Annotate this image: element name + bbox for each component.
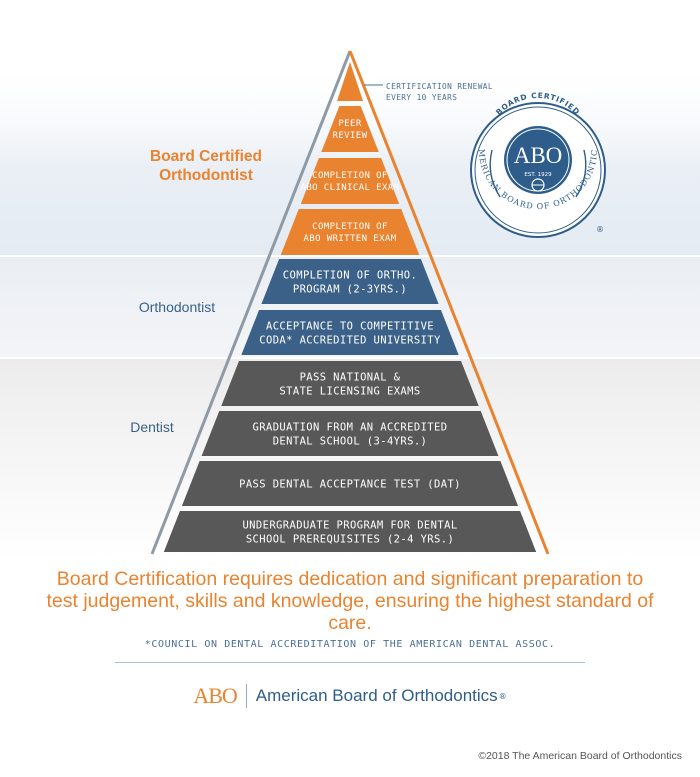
copyright: ©2018 The American Board of Orthodontics <box>478 750 682 762</box>
seal-laurel-left-icon <box>489 149 501 198</box>
label-board-certified-line2: Orthodontist <box>159 167 253 184</box>
tier-3-label-line-2: ABO WRITTEN EXAM <box>303 234 396 244</box>
seal-reg: ® <box>596 225 604 234</box>
pyramid-outline-right <box>348 50 550 555</box>
tier-7-label-line-1: GRADUATION FROM AN ACCREDITED <box>253 421 448 433</box>
label-dentist: Dentist <box>130 419 174 435</box>
tier-6-label-line-1: PASS NATIONAL & <box>300 371 401 383</box>
label-orthodontist: Orthodontist <box>139 299 215 315</box>
pyramid-tier-5 <box>241 310 459 355</box>
seal-center-abo: ABO <box>514 143 563 168</box>
seal-est: EST. 1929 <box>524 172 552 178</box>
tier-7-label-line-2: DENTAL SCHOOL (3-4YRS.) <box>273 435 428 447</box>
tier-5-label-line-2: CODA* ACCREDITED UNIVERSITY <box>259 334 441 346</box>
certification-pyramid: PEER REVIEW COMPLETION OF ABO CLINICAL EXAM… <box>0 0 700 558</box>
callout-renewal-line2: EVERY 10 YEARS <box>386 93 457 102</box>
tier-5-label-line-1: ACCEPTANCE TO COMPETITIVE <box>266 320 434 332</box>
brand-reg: ® <box>498 691 507 701</box>
pyramid-tier-8 <box>181 461 519 506</box>
pyramid-tier-1 <box>321 106 379 152</box>
seal-inner-ring <box>474 106 602 234</box>
tier-4-label-line-2: PROGRAM (2-3YRS.) <box>293 283 407 295</box>
label-board-certified-line1: Board Certified <box>150 148 262 165</box>
tier-2-label-line-1: COMPLETION OF <box>312 171 388 181</box>
tier-8-label-line-1: PASS DENTAL ACCEPTANCE TEST (DAT) <box>239 478 461 490</box>
divider-rule <box>115 662 585 663</box>
pyramid-tier-2 <box>300 158 400 204</box>
pyramid-tier-6 <box>221 361 479 406</box>
brand-name: American Board of Orthodontics <box>255 686 498 705</box>
coda-footnote: *COUNCIL ON DENTAL ACCREDITATION OF THE … <box>144 639 556 650</box>
callout-renewal-line1: CERTIFICATION RENEWAL <box>386 82 493 91</box>
tier-3-label-line-1: COMPLETION OF <box>312 222 388 232</box>
brand-logo-abo: ABO <box>193 684 247 708</box>
tagline: Board Certification requires dedication … <box>46 568 654 634</box>
seal-laurel-right-icon <box>575 149 587 198</box>
tier-4-label-line-1: COMPLETION OF ORTHO. <box>283 269 417 281</box>
tier-2-label-line-2: ABO CLINICAL EXAM <box>301 183 400 193</box>
pyramid-tier-4 <box>261 259 439 304</box>
pyramid-outline-left <box>150 50 352 555</box>
seal-center-disc <box>504 126 572 194</box>
pyramid-tier-7 <box>201 411 499 456</box>
apex-renewal-tier <box>337 62 363 101</box>
pyramid-tier-3 <box>280 209 420 255</box>
tier-1-label-line-2: REVIEW <box>333 131 368 141</box>
tier-9-label-line-1: UNDERGRADUATE PROGRAM FOR DENTAL <box>242 519 457 531</box>
tier-9-label-line-2: SCHOOL PREREQUISITES (2-4 YRS.) <box>246 533 454 545</box>
tier-6-label-line-2: STATE LICENSING EXAMS <box>279 385 420 397</box>
pyramid-tier-9 <box>163 511 537 552</box>
tier-1-label-line-1: PEER <box>338 119 361 129</box>
brand-lockup: ABO American Board of Orthodontics ® <box>0 681 700 711</box>
